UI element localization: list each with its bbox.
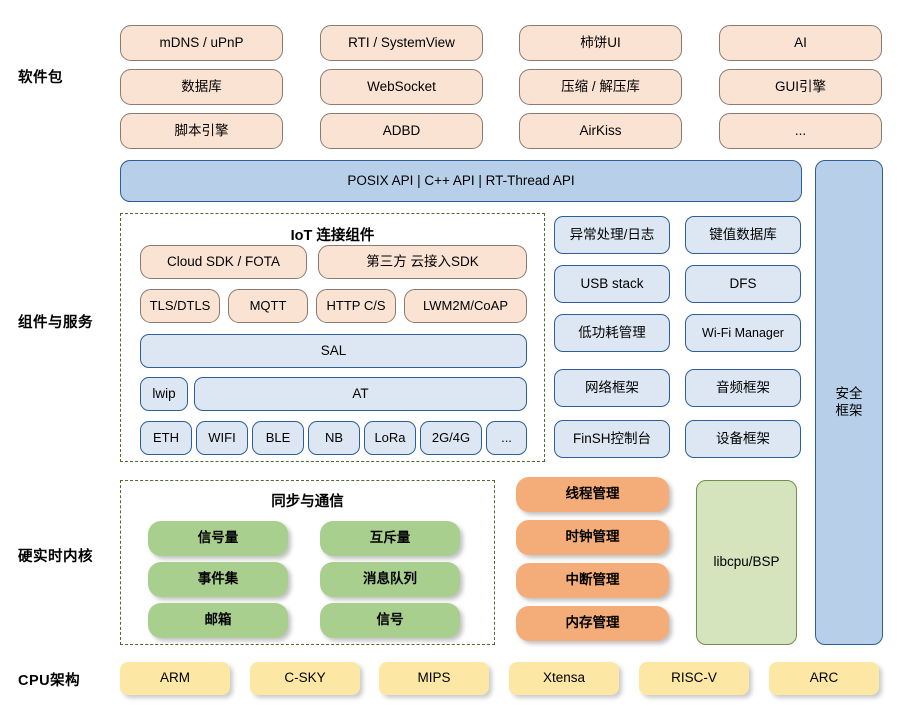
iot-protocol-box[interactable]: TLS/DTLS <box>140 289 220 323</box>
sync-primitive-box[interactable]: 互斥量 <box>320 521 460 556</box>
package-box[interactable]: 压缩 / 解压库 <box>519 69 682 105</box>
api-bar: POSIX API | C++ API | RT-Thread API <box>120 160 802 202</box>
iot-cloud-box[interactable]: Cloud SDK / FOTA <box>140 245 307 279</box>
iot-link-box[interactable]: WIFI <box>196 421 248 455</box>
kernel-manager-box[interactable]: 时钟管理 <box>516 520 669 555</box>
sync-communication-group: 同步与通信 <box>120 480 495 645</box>
package-box[interactable]: mDNS / uPnP <box>120 25 283 61</box>
iot-link-box[interactable]: ... <box>486 421 527 455</box>
row-label-cpu-architecture: CPU架构 <box>18 673 81 689</box>
cpu-arch-box[interactable]: Xtensa <box>509 662 619 695</box>
cpu-arch-box[interactable]: RISC-V <box>639 662 749 695</box>
sync-primitive-box[interactable]: 信号量 <box>148 521 288 556</box>
service-box[interactable]: 音频框架 <box>685 369 801 407</box>
iot-protocol-box[interactable]: HTTP C/S <box>316 289 396 323</box>
package-box[interactable]: 数据库 <box>120 69 283 105</box>
cpu-arch-box[interactable]: MIPS <box>379 662 489 695</box>
iot-link-box[interactable]: BLE <box>252 421 304 455</box>
iot-link-box[interactable]: NB <box>308 421 360 455</box>
sync-group-title: 同步与通信 <box>271 494 344 510</box>
security-framework-label-line2: 框架 <box>835 402 863 418</box>
iot-link-box[interactable]: ETH <box>140 421 192 455</box>
service-box[interactable]: 异常处理/日志 <box>554 216 670 254</box>
service-box[interactable]: DFS <box>685 265 801 303</box>
iot-connectivity-group: IoT 连接组件 <box>120 213 545 462</box>
package-box[interactable]: AI <box>719 25 882 61</box>
kernel-manager-box[interactable]: 线程管理 <box>516 477 669 512</box>
package-box[interactable]: RTI / SystemView <box>320 25 483 61</box>
iot-sal-box[interactable]: SAL <box>140 334 527 368</box>
sync-primitive-box[interactable]: 事件集 <box>148 562 288 597</box>
sync-primitive-box[interactable]: 邮箱 <box>148 603 288 638</box>
service-box[interactable]: 网络框架 <box>554 369 670 407</box>
iot-protocol-box[interactable]: MQTT <box>228 289 308 323</box>
kernel-manager-box[interactable]: 内存管理 <box>516 606 669 641</box>
iot-cloud-box[interactable]: 第三方 云接入SDK <box>318 245 527 279</box>
kernel-manager-box[interactable]: 中断管理 <box>516 563 669 598</box>
package-box[interactable]: WebSocket <box>320 69 483 105</box>
iot-at-box[interactable]: AT <box>194 377 527 411</box>
iot-lwip-box[interactable]: lwip <box>140 377 188 411</box>
iot-link-box[interactable]: LoRa <box>364 421 416 455</box>
service-box[interactable]: FinSH控制台 <box>554 420 670 458</box>
service-box[interactable]: 低功耗管理 <box>554 314 670 352</box>
package-box[interactable]: 柿饼UI <box>519 25 682 61</box>
package-box[interactable]: GUI引擎 <box>719 69 882 105</box>
service-box[interactable]: Wi-Fi Manager <box>685 314 801 352</box>
row-label-software-packages: 软件包 <box>18 70 63 86</box>
package-box[interactable]: 脚本引擎 <box>120 113 283 149</box>
service-box[interactable]: 设备框架 <box>685 420 801 458</box>
libcpu-bsp-box[interactable]: libcpu/BSP <box>696 480 797 645</box>
row-label-components-services: 组件与服务 <box>18 315 93 331</box>
package-box[interactable]: ... <box>719 113 882 149</box>
package-box[interactable]: ADBD <box>320 113 483 149</box>
service-box[interactable]: USB stack <box>554 265 670 303</box>
iot-group-title: IoT 连接组件 <box>290 228 375 244</box>
row-label-hard-realtime-kernel: 硬实时内核 <box>18 549 93 565</box>
package-box[interactable]: AirKiss <box>519 113 682 149</box>
iot-protocol-box[interactable]: LWM2M/CoAP <box>404 289 527 323</box>
service-box[interactable]: 键值数据库 <box>685 216 801 254</box>
sync-primitive-box[interactable]: 信号 <box>320 603 460 638</box>
cpu-arch-box[interactable]: ARM <box>120 662 230 695</box>
cpu-arch-box[interactable]: ARC <box>769 662 879 695</box>
security-framework-column: 安全 框架 <box>815 160 883 645</box>
cpu-arch-box[interactable]: C-SKY <box>250 662 360 695</box>
iot-link-box[interactable]: 2G/4G <box>420 421 482 455</box>
security-framework-label-line1: 安全 <box>835 386 863 402</box>
sync-primitive-box[interactable]: 消息队列 <box>320 562 460 597</box>
